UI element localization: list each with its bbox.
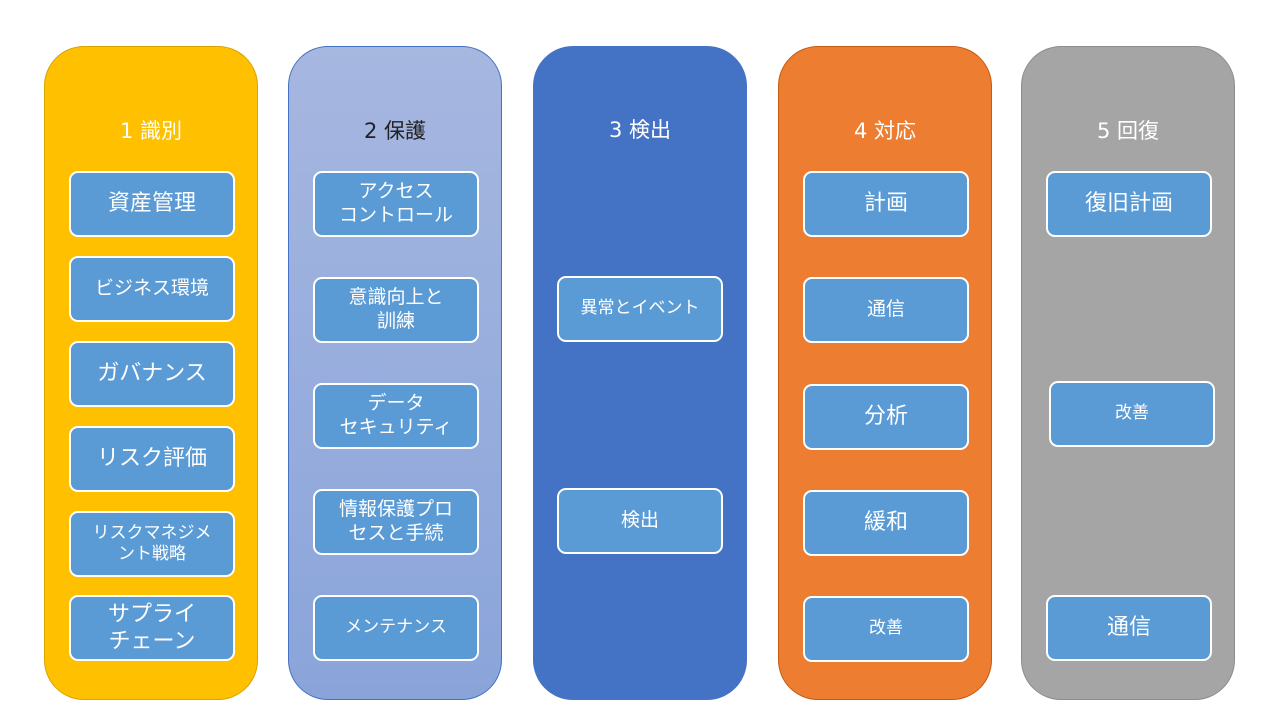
column-detect: 3 検出 異常とイベント 検出 xyxy=(533,46,747,700)
box-recovery-planning[interactable]: 復旧計画 xyxy=(1046,171,1212,237)
box-label: 通信 xyxy=(1106,615,1151,641)
box-label: 復旧計画 xyxy=(1084,191,1173,217)
box-label: 改善 xyxy=(869,618,903,639)
column-title: 1 識別 xyxy=(119,119,183,143)
box-maintenance[interactable]: メンテナンス xyxy=(313,595,479,661)
box-label: 情報保護プロ セスと手続 xyxy=(338,498,453,544)
box-label: 異常とイベント xyxy=(580,298,700,319)
box-label: ガバナンス xyxy=(97,361,207,387)
box-governance[interactable]: ガバナンス xyxy=(69,341,235,407)
box-improvements[interactable]: 改善 xyxy=(803,596,969,662)
box-access-control[interactable]: アクセス コントロール xyxy=(313,171,479,237)
box-label: 計画 xyxy=(863,191,908,217)
box-label: 意識向上と 訓練 xyxy=(348,286,444,332)
box-label: ビジネス環境 xyxy=(94,277,209,300)
box-communications[interactable]: 通信 xyxy=(1046,595,1212,661)
box-detection[interactable]: 検出 xyxy=(557,488,723,554)
column-respond: 4 対応 計画 通信 分析 緩和 改善 xyxy=(778,46,992,700)
box-anomalies-events[interactable]: 異常とイベント xyxy=(557,276,723,342)
column-title: 4 対応 xyxy=(853,119,917,143)
box-communications[interactable]: 通信 xyxy=(803,277,969,343)
box-awareness-training[interactable]: 意識向上と 訓練 xyxy=(313,277,479,343)
box-label: 緩和 xyxy=(863,510,908,536)
box-label: アクセス コントロール xyxy=(338,180,453,226)
column-title: 5 回復 xyxy=(1096,119,1160,143)
box-planning[interactable]: 計画 xyxy=(803,171,969,237)
column-protect: 2 保護 アクセス コントロール 意識向上と 訓練 データ セキュリティ 情報保… xyxy=(288,46,502,700)
box-analysis[interactable]: 分析 xyxy=(803,384,969,450)
box-risk-assessment[interactable]: リスク評価 xyxy=(69,426,235,492)
box-label: リスク評価 xyxy=(96,446,207,472)
box-label: 資産管理 xyxy=(107,191,196,217)
box-label: 改善 xyxy=(1115,403,1149,424)
column-title: 2 保護 xyxy=(363,119,427,143)
box-info-protection-processes[interactable]: 情報保護プロ セスと手続 xyxy=(313,489,479,555)
box-business-environment[interactable]: ビジネス環境 xyxy=(69,256,235,322)
box-supply-chain[interactable]: サプライ チェーン xyxy=(69,595,235,661)
box-mitigation[interactable]: 緩和 xyxy=(803,490,969,556)
box-label: リスクマネジメ ント戦略 xyxy=(92,522,212,564)
box-label: データ セキュリティ xyxy=(339,392,453,438)
box-label: 検出 xyxy=(620,509,659,532)
column-title: 3 検出 xyxy=(608,118,672,142)
box-risk-management-strategy[interactable]: リスクマネジメ ント戦略 xyxy=(69,511,235,577)
box-label: 通信 xyxy=(866,298,905,321)
box-asset-management[interactable]: 資産管理 xyxy=(69,171,235,237)
box-improvements[interactable]: 改善 xyxy=(1049,381,1215,447)
column-identify: 1 識別 資産管理 ビジネス環境 ガバナンス リスク評価 リスクマネジメ ント戦… xyxy=(44,46,258,700)
box-data-security[interactable]: データ セキュリティ xyxy=(313,383,479,449)
box-label: 分析 xyxy=(863,404,908,430)
column-recover: 5 回復 復旧計画 改善 通信 xyxy=(1021,46,1235,700)
box-label: サプライ チェーン xyxy=(107,601,196,655)
box-label: メンテナンス xyxy=(345,617,447,638)
